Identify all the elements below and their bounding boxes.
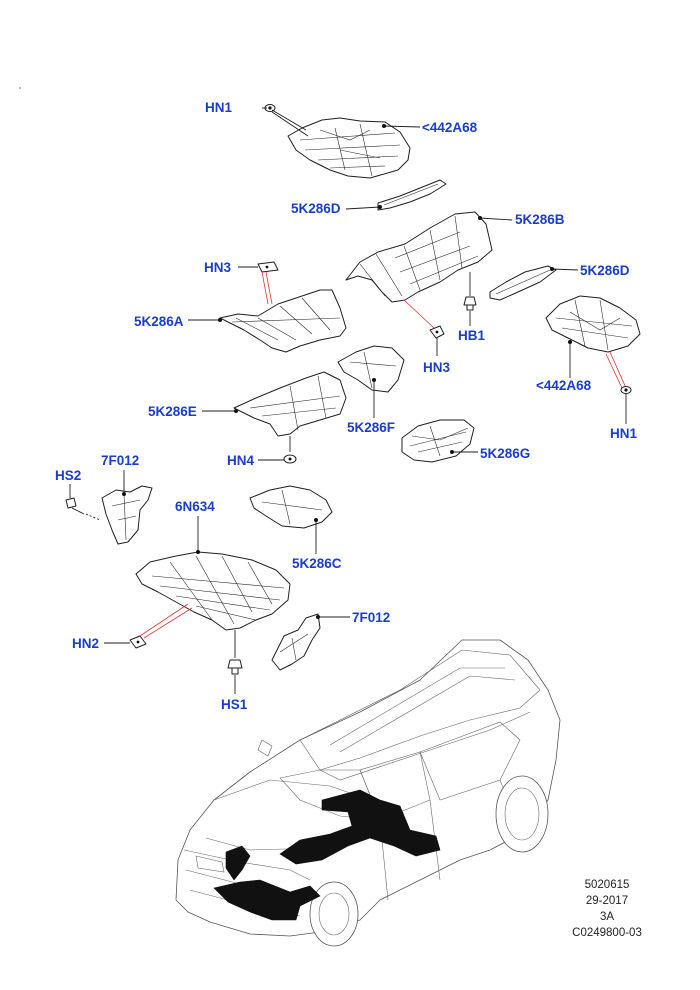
part-5k286g[interactable] [401, 419, 475, 463]
part-442a68-top[interactable] [287, 117, 411, 179]
fastener-hs1[interactable] [227, 659, 243, 675]
vehicle-illustration [175, 639, 561, 947]
callout-hn1-top[interactable]: HN1 [205, 100, 233, 115]
fastener-hn4[interactable] [283, 454, 297, 464]
callout-5k286b[interactable]: 5K286B [515, 212, 565, 227]
fastener-hn3-left[interactable] [257, 261, 279, 273]
reference-block: 5020615 29-2017 3A C0249800-03 [552, 877, 662, 941]
callout-5k286c[interactable]: 5K286C [292, 556, 342, 571]
fastener-hn3-center[interactable] [429, 325, 445, 339]
callout-5k286a[interactable]: 5K286A [134, 314, 184, 329]
callout-hn1-right[interactable]: HN1 [610, 426, 638, 441]
fastener-hn1-right[interactable] [620, 386, 632, 394]
callout-5k286d-right[interactable]: 5K286D [580, 263, 630, 278]
part-5k286d-middle[interactable] [377, 179, 447, 211]
callout-5k286g[interactable]: 5K286G [480, 446, 531, 461]
callout-hn3-left[interactable]: HN3 [204, 260, 232, 275]
reference-line-4: C0249800-03 [572, 927, 642, 939]
fastener-hb1[interactable] [463, 296, 477, 311]
reference-line-3: 3A [599, 911, 615, 923]
part-5k286b[interactable] [345, 211, 493, 303]
callout-hn3-center[interactable]: HN3 [423, 360, 451, 375]
callout-hs2[interactable]: HS2 [55, 468, 82, 483]
callout-7f012-right[interactable]: 7F012 [352, 610, 391, 625]
part-5k286c[interactable] [249, 485, 333, 529]
callout-442a68-right[interactable]: <442A68 [536, 378, 592, 393]
callout-5k286d-middle[interactable]: 5K286D [291, 201, 341, 216]
part-5k286d-right[interactable] [489, 265, 557, 301]
part-7f012-right[interactable] [271, 613, 321, 671]
reference-line-1: 5020615 [584, 879, 630, 891]
callout-6n634[interactable]: 6N634 [175, 499, 215, 514]
callout-442a68-top[interactable]: <442A68 [422, 120, 478, 135]
part-7f012-left[interactable] [101, 485, 153, 545]
part-442a68-right[interactable] [545, 295, 641, 353]
reference-line-2: 29-2017 [585, 895, 629, 907]
callout-7f012-left[interactable]: 7F012 [101, 453, 140, 468]
fastener-hs2[interactable] [65, 497, 85, 515]
fastener-hn2[interactable] [129, 635, 147, 649]
callout-hn4[interactable]: HN4 [227, 453, 255, 468]
part-5k286a[interactable] [219, 289, 347, 353]
callout-5k286f[interactable]: 5K286F [347, 420, 396, 435]
part-5k286e[interactable] [233, 371, 347, 437]
callout-hn2[interactable]: HN2 [72, 636, 100, 651]
callout-5k286e[interactable]: 5K286E [148, 404, 197, 419]
callout-hs1[interactable]: HS1 [221, 697, 248, 712]
callout-hb1[interactable]: HB1 [458, 328, 486, 343]
part-5k286f[interactable] [337, 345, 405, 393]
part-6n634[interactable] [135, 551, 291, 631]
